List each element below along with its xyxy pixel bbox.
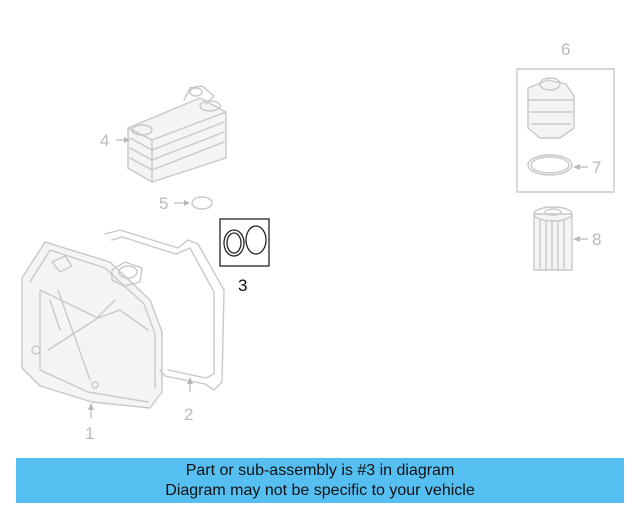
o-ring-part-5	[191, 196, 213, 210]
callout-3: 3	[238, 276, 247, 295]
banner-line-part-number: Part or sub-assembly is #3 in diagram	[185, 461, 455, 479]
housing-o-ring-part-7	[527, 154, 573, 176]
diagram-notice-banner: Part or sub-assembly is #3 in diagram Di…	[16, 458, 624, 503]
filter-element-part-8	[533, 206, 573, 271]
callout-7: 7	[592, 158, 601, 177]
callout-8: 8	[592, 230, 601, 249]
filter-housing-part-6	[516, 68, 615, 193]
banner-line-disclaimer: Diagram may not be specific to your vehi…	[165, 481, 475, 499]
leader-lines	[88, 137, 588, 418]
callout-1: 1	[85, 424, 94, 443]
oil-cooler-part-4	[127, 85, 227, 183]
callout-6: 6	[561, 40, 570, 59]
parts-diagram: 1 2 3 4 5 6 7 8	[21, 40, 615, 443]
housing-o-ring-inner	[530, 156, 570, 174]
callout-5: 5	[159, 194, 168, 213]
callout-4: 4	[100, 131, 109, 150]
seal-kit-part-3	[219, 218, 270, 267]
callout-2: 2	[184, 405, 193, 424]
oil-pan-part-1	[21, 241, 163, 409]
